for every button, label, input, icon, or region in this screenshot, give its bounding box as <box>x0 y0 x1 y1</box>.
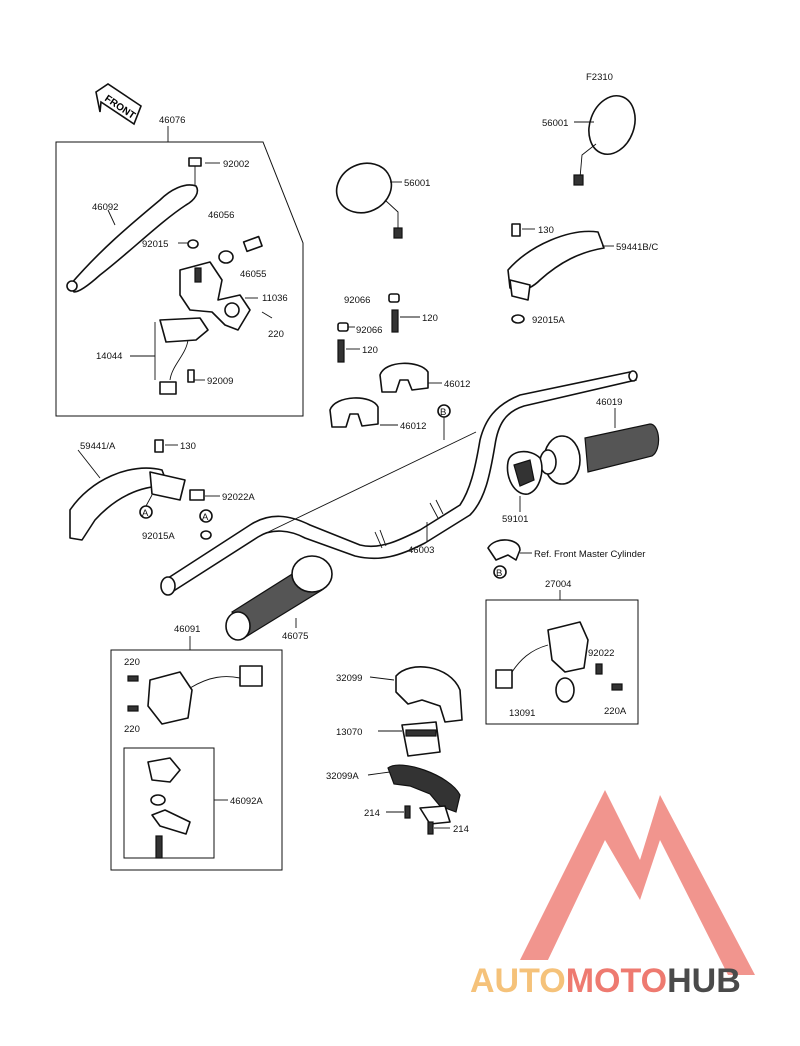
label-46012-bottom: 46012 <box>400 421 426 432</box>
label-14044: 14044 <box>96 351 122 362</box>
label-59101: 59101 <box>502 514 528 525</box>
label-92066-bottom: 92066 <box>356 325 382 336</box>
label-46055: 46055 <box>240 269 266 280</box>
watermark-text-3: HUB <box>667 962 741 1000</box>
label-46003: 46003 <box>408 545 434 556</box>
label-46075: 46075 <box>282 631 308 642</box>
label-56001-right: 56001 <box>542 118 568 129</box>
switch-27004-box <box>485 599 639 725</box>
clutch-lever <box>66 184 199 293</box>
lever-assembly-box <box>55 141 304 417</box>
clip-92022a <box>189 489 205 501</box>
handlebar-holder-top <box>379 362 429 393</box>
label-46092: 46092 <box>92 202 118 213</box>
label-46076: 46076 <box>159 115 185 126</box>
bolt-46055 <box>242 235 263 253</box>
label-92009: 92009 <box>207 376 233 387</box>
label-46091: 46091 <box>174 624 200 635</box>
label-92022a: 92022A <box>222 492 255 503</box>
label-56001-left: 56001 <box>404 178 430 189</box>
washer-92015 <box>187 239 199 249</box>
label-120-bottom: 120 <box>362 345 378 356</box>
label-11036: 11036 <box>262 293 288 304</box>
front-arrow-icon: FRONT <box>95 83 142 126</box>
nut-92015a-left <box>200 530 212 540</box>
label-27004: 27004 <box>545 579 571 590</box>
label-ref-master-cylinder: Ref. Front Master Cylinder <box>534 549 645 560</box>
switch-46091 <box>127 665 263 725</box>
label-46012-top: 46012 <box>444 379 470 390</box>
label-13070: 13070 <box>336 727 362 738</box>
label-13091: 13091 <box>509 708 535 719</box>
label-32099: 32099 <box>336 673 362 684</box>
throttle-housing-59101 <box>506 450 543 495</box>
label-92015a-right: 92015A <box>532 315 565 326</box>
grip-left <box>225 555 333 641</box>
label-214-left: 214 <box>364 808 380 819</box>
callout-a-guard: A <box>142 508 149 519</box>
grip-right <box>539 423 660 485</box>
watermark-text-2: MOTO <box>566 962 667 1000</box>
label-32099a: 32099A <box>326 771 359 782</box>
label-220-switch-bottom: 220 <box>124 724 140 735</box>
switch-housing-32099 <box>395 666 463 723</box>
label-59441a: 59441/A <box>80 441 116 452</box>
label-92002: 92002 <box>223 159 249 170</box>
watermark-text-1: AUTO <box>470 962 566 1000</box>
label-92066-top: 92066 <box>344 295 370 306</box>
label-220A: 220A <box>604 706 627 717</box>
screw-214-left <box>404 805 411 819</box>
label-92022: 92022 <box>588 648 614 659</box>
diagram-code: F2310 <box>586 72 613 83</box>
watermark-text: AUTOMOTOHUB <box>470 962 741 1000</box>
callout-a-nut: A <box>202 512 209 523</box>
switch-plate-13070 <box>401 721 441 757</box>
label-220-switch-top: 220 <box>124 657 140 668</box>
label-46092a: 46092A <box>230 796 263 807</box>
label-46019: 46019 <box>596 397 622 408</box>
label-92015a-left: 92015A <box>142 531 175 542</box>
label-220-lever: 220 <box>268 329 284 340</box>
watermark-logo <box>520 790 755 975</box>
callout-b-bar: B <box>440 407 446 418</box>
lever-46092a <box>147 757 191 859</box>
mirror-right <box>573 95 636 186</box>
nut-92015a-right <box>511 314 525 324</box>
switch-housing-32099a <box>387 764 461 825</box>
label-130-left: 130 <box>180 441 196 452</box>
hand-guard-right <box>507 223 605 301</box>
screw-214-right <box>427 821 434 835</box>
collar-46056 <box>218 250 234 264</box>
switch-14044 <box>159 317 209 395</box>
bolt-92002 <box>188 157 202 185</box>
switch-27004 <box>495 621 623 703</box>
master-cylinder-ref-clamp <box>487 539 521 561</box>
label-130-right: 130 <box>538 225 554 236</box>
mirror-left <box>335 162 403 239</box>
label-59441bc: 59441B/C <box>616 242 658 253</box>
handlebar <box>160 370 638 596</box>
handlebar-holder-bottom <box>329 397 379 428</box>
hand-guard-left <box>69 439 186 541</box>
label-214-right: 214 <box>453 824 469 835</box>
switch-46091-box <box>110 649 283 871</box>
lever-46092a-box <box>123 747 215 859</box>
label-120-top: 120 <box>422 313 438 324</box>
label-92015: 92015 <box>142 239 168 250</box>
callout-b-ref: B <box>496 568 502 579</box>
lever-holder <box>179 261 251 331</box>
label-46056: 46056 <box>208 210 234 221</box>
